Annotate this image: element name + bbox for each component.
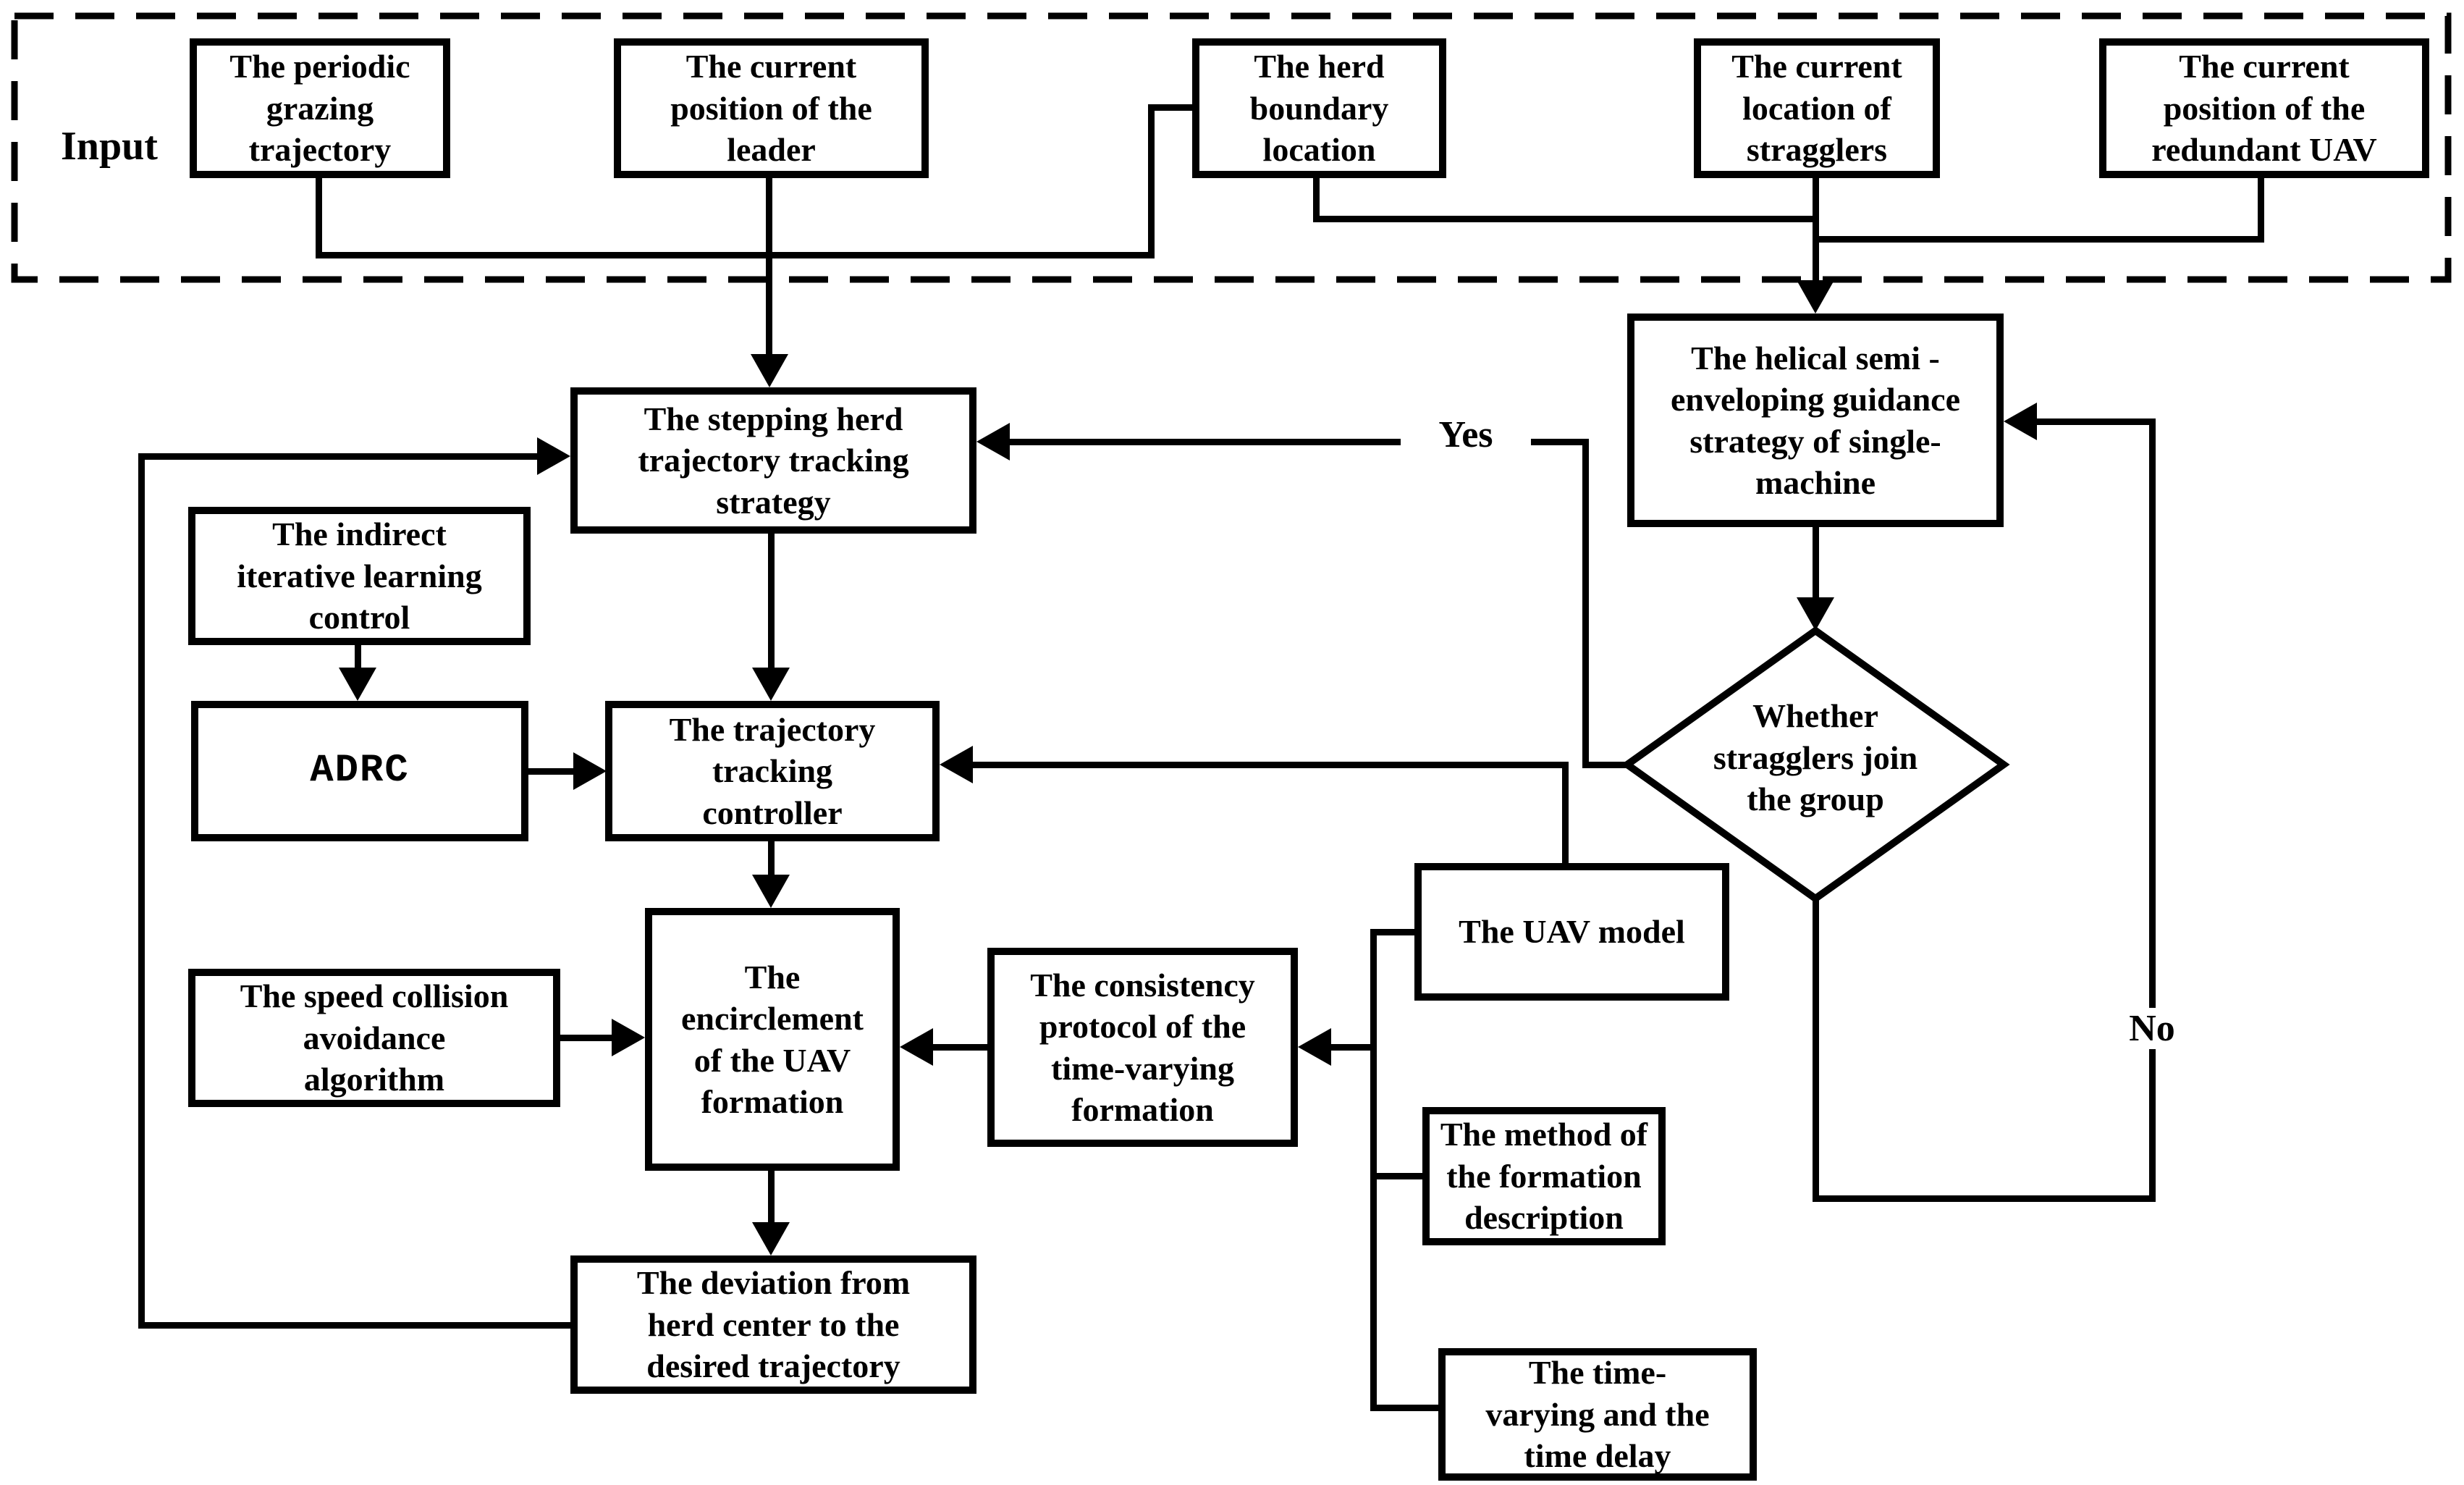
edge-uavmodel-to-controller xyxy=(970,762,1565,768)
arrowhead-no-into-helical xyxy=(2004,403,2037,440)
edge-stepping-to-controller xyxy=(768,534,775,670)
edge-consistency-to-encirclement xyxy=(930,1044,987,1051)
edge-yes-vertical xyxy=(1582,439,1589,768)
edge-stragglers-down xyxy=(1813,178,1819,283)
arrowhead-into-controller-left xyxy=(573,752,607,790)
edge-uavmodel-up xyxy=(1562,762,1569,863)
node-current-position-redundant-uav: The current position of the redundant UA… xyxy=(2099,38,2429,178)
arrowhead-into-stepping-left xyxy=(537,437,570,475)
edge-no-to-helical xyxy=(2034,418,2156,425)
arrowhead-into-encirclement-top xyxy=(752,875,790,908)
decision-label: Whether stragglers join the group xyxy=(1713,697,1918,817)
input-group-label: Input xyxy=(61,124,158,169)
edge-redundant-down xyxy=(2258,178,2264,243)
edge-herd-down xyxy=(1313,178,1320,222)
edge-herd-elbow xyxy=(1148,104,1155,258)
edge-controller-to-encirclement xyxy=(768,841,775,878)
edge-herd-left-stub xyxy=(1148,104,1192,111)
node-time-varying-time-delay: The time- varying and the time delay xyxy=(1438,1348,1757,1481)
arrowhead-yes-into-stepping xyxy=(976,423,1010,460)
edge-feedback-bottom xyxy=(138,1322,570,1329)
edge-herd-to-stragglers xyxy=(1313,216,1819,222)
node-formation-description-method: The method of the formation description xyxy=(1422,1107,1666,1245)
edge-yes-horizontal xyxy=(1007,439,1585,445)
arrowhead-into-helical-top xyxy=(1797,280,1834,314)
arrowhead-into-encirclement-right xyxy=(900,1028,933,1066)
node-deviation-from-herd-center: The deviation from herd center to the de… xyxy=(570,1255,976,1394)
edge-timevarying-stub xyxy=(1370,1405,1438,1411)
edge-leader-down xyxy=(766,178,772,357)
arrowhead-into-stepping-top xyxy=(751,354,788,387)
node-encirclement-uav-formation: The encirclement of the UAV formation xyxy=(645,908,900,1171)
edge-uavmodel-stub xyxy=(1370,929,1414,935)
edge-indirect-to-adrc xyxy=(355,645,361,670)
node-periodic-grazing-trajectory: The periodic grazing trajectory xyxy=(190,38,450,178)
node-trajectory-tracking-controller: The trajectory tracking controller xyxy=(605,701,940,841)
arrowhead-into-consistency-right xyxy=(1298,1028,1331,1066)
edge-periodic-down xyxy=(316,178,322,258)
node-adrc: ADRC xyxy=(191,701,528,841)
edge-no-bottom xyxy=(1813,1195,2156,1202)
edge-feedback-vertical xyxy=(138,453,145,1329)
edge-decision-left-stub xyxy=(1585,762,1627,768)
edge-bus-to-consistency xyxy=(1328,1044,1373,1051)
input-group-dashed-border xyxy=(11,12,2452,283)
node-uav-model: The UAV model xyxy=(1414,863,1729,1001)
decision-diamond xyxy=(1621,626,2010,904)
node-consistency-protocol: The consistency protocol of the time-var… xyxy=(987,948,1298,1147)
node-indirect-iterative-learning: The indirect iterative learning control xyxy=(188,507,531,645)
node-speed-collision-avoidance: The speed collision avoidance algorithm xyxy=(188,969,560,1107)
edge-encirclement-to-deviation xyxy=(768,1171,775,1225)
node-stepping-herd-strategy: The stepping herd trajectory tracking st… xyxy=(570,387,976,534)
edge-feedback-top xyxy=(138,453,540,460)
arrowhead-into-adrc-top xyxy=(339,668,376,701)
edge-method-stub xyxy=(1370,1173,1422,1179)
node-helical-guidance-strategy: The helical semi - enveloping guidance s… xyxy=(1627,314,2004,527)
edge-helical-to-decision xyxy=(1813,527,1819,600)
edge-no-down xyxy=(1813,899,1819,1202)
node-current-position-leader: The current position of the leader xyxy=(614,38,929,178)
arrowhead-into-controller-top xyxy=(752,668,790,701)
arrowhead-into-controller-right xyxy=(940,746,973,783)
arrowhead-into-decision-top xyxy=(1797,597,1834,631)
edge-speed-to-encirclement xyxy=(560,1035,615,1041)
edge-no-vertical xyxy=(2149,418,2156,1202)
edge-model-bus xyxy=(1370,929,1377,1411)
node-herd-boundary-location: The herd boundary location xyxy=(1192,38,1446,178)
edge-redundant-to-stragglers xyxy=(1813,236,2264,243)
yes-edge-label: Yes xyxy=(1401,414,1531,456)
edge-input-bus xyxy=(316,252,1155,258)
arrowhead-into-deviation-top xyxy=(752,1222,790,1255)
node-current-location-stragglers: The current location of stragglers xyxy=(1694,38,1940,178)
arrowhead-into-encirclement-left xyxy=(612,1019,645,1056)
edge-adrc-to-controller xyxy=(528,768,575,775)
no-edge-label: No xyxy=(2098,1008,2206,1050)
